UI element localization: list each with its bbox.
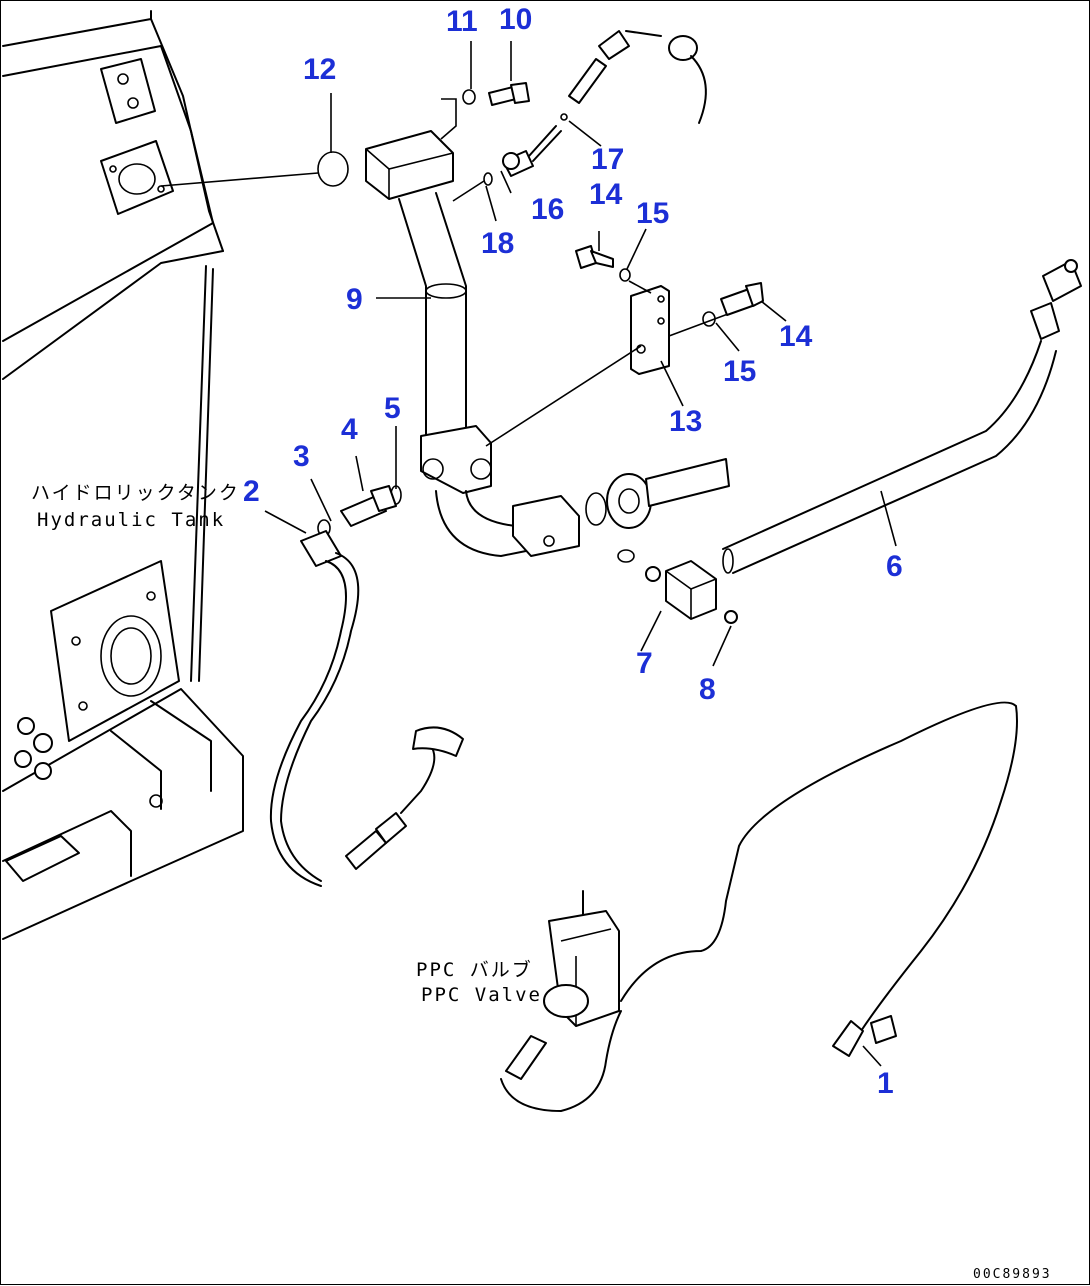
text-labels: ハイドロリックタンク Hydraulic Tank PPC バルブ PPC Va… [31, 482, 1052, 1282]
ppc-valve [500, 701, 1018, 1112]
callout-13: 13 [669, 405, 702, 438]
hydraulic-tank [2, 10, 224, 682]
top-fittings [440, 30, 707, 202]
frame [2, 560, 244, 940]
callout-10: 10 [499, 3, 532, 36]
callout-14-lower: 14 [779, 320, 813, 353]
callout-5: 5 [384, 392, 401, 425]
callout-6: 6 [886, 550, 903, 583]
callout-14-upper: 14 [589, 178, 623, 211]
bracket-13 [485, 285, 737, 447]
ppc-valve-label-jp: PPC バルブ [416, 958, 533, 981]
block-7 [645, 560, 738, 624]
callout-15-upper: 15 [636, 197, 669, 230]
left-fittings [269, 485, 464, 887]
callout-12: 12 [303, 53, 336, 86]
pipe-6 [722, 259, 1082, 574]
callouts: 11 10 12 17 14 16 15 18 9 14 15 13 5 4 3… [243, 3, 903, 1100]
callout-16: 16 [531, 193, 564, 226]
callout-18: 18 [481, 227, 514, 260]
callout-3: 3 [293, 440, 310, 473]
callout-2: 2 [243, 475, 260, 508]
bolts-washers [575, 245, 764, 327]
callout-7: 7 [636, 647, 653, 680]
filter [585, 458, 730, 563]
callout-17: 17 [591, 143, 624, 176]
callout-9: 9 [346, 283, 363, 316]
ppc-valve-label-en: PPC Valve [421, 984, 542, 1006]
callout-15-lower: 15 [723, 355, 756, 388]
callout-1: 1 [877, 1067, 894, 1100]
callout-11: 11 [446, 5, 478, 38]
pipe-9 [365, 130, 580, 557]
hydraulic-tank-label-jp: ハイドロリックタンク [31, 482, 240, 504]
leader-lines [160, 41, 897, 1067]
callout-8: 8 [699, 673, 716, 706]
drawing-code: 00C89893 [973, 1267, 1052, 1282]
callout-4: 4 [341, 413, 358, 446]
hydraulic-tank-label-en: Hydraulic Tank [37, 509, 225, 531]
